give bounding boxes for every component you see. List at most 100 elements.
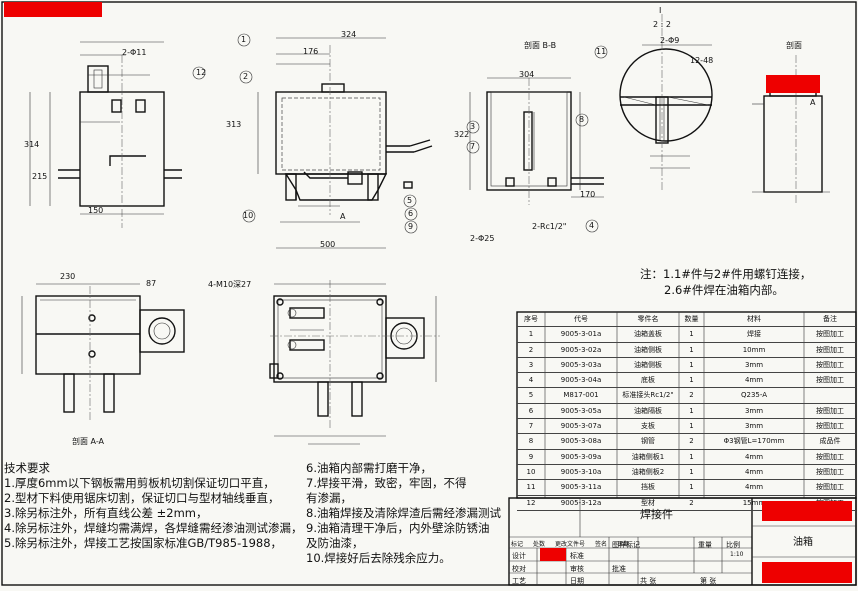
- section-a-mark-right: A: [810, 98, 816, 107]
- bom-cell: 零件名: [637, 315, 659, 323]
- callout-4: 4: [589, 221, 595, 230]
- callout-bubble: [404, 207, 418, 221]
- standard-label: 标准: [570, 552, 584, 560]
- bom-cell: 1: [689, 376, 694, 385]
- bom-cell: 10: [526, 467, 536, 476]
- tech-item: 8.油箱焊接及清除焊渣后需经渗漏测试: [306, 506, 501, 520]
- dim-304: 304: [519, 70, 535, 79]
- bom-cell: 4mm: [744, 467, 764, 476]
- dim-phi9: 2-Φ9: [660, 36, 680, 45]
- section-a-mark: A: [340, 212, 346, 221]
- bom-cell: 9005-3-05a: [560, 406, 602, 415]
- detail-scale-top: I: [659, 6, 662, 15]
- bom-cell: 10mm: [742, 345, 766, 354]
- bom-cell: M817-001: [563, 391, 599, 400]
- callout-bubble: [575, 113, 589, 127]
- revision-mark-label: 处数: [533, 541, 546, 548]
- redaction-box: [762, 562, 852, 583]
- revision-marks: 标记处数更改文件号签名日期: [511, 539, 639, 548]
- part-title: 焊接件: [640, 508, 673, 521]
- callout-1: 1: [241, 35, 247, 44]
- bom-cell: 成品件: [819, 437, 841, 446]
- bom-cell: 钢管: [641, 437, 655, 446]
- dim-500: 500: [320, 240, 336, 249]
- bom-cell: 油箱侧板: [634, 345, 662, 354]
- bom-cell: 2: [689, 437, 694, 446]
- dim-313: 313: [226, 120, 242, 129]
- bom-cell: [804, 388, 856, 402]
- callout-bubble: [403, 194, 417, 208]
- bom-cell: 9005-3-10a: [560, 467, 602, 476]
- bom-cell: 9005-3-02a: [560, 345, 602, 354]
- redaction-box: [762, 501, 852, 521]
- bom-cell: 9005-3-11a: [560, 483, 602, 492]
- callout-2: 2: [243, 72, 249, 81]
- callout-bubble: [594, 45, 608, 59]
- tech-requirements: 技术要求 1.厚度6mm以下钢板需用剪板机切割保证切口平直， 2.型材下料使用锯…: [4, 461, 504, 551]
- redaction-box: [766, 75, 820, 93]
- bom-cell: 6: [528, 406, 534, 415]
- callout-bubbles: [192, 33, 608, 234]
- bom-cell: 2: [689, 498, 694, 507]
- bom-cell: 1: [689, 406, 694, 415]
- tech-item: 1.厚度6mm以下钢板需用剪板机切割保证切口平直，: [4, 476, 275, 490]
- bom-cell: 油箱侧板2: [631, 467, 665, 476]
- bom-cell: 油箱隔板: [634, 406, 662, 415]
- bom-grid: [516, 311, 857, 499]
- bom-header-row: 序号代号零件名数量材料备注: [517, 312, 856, 328]
- bom-cell: 按图加工: [816, 406, 844, 415]
- view-plan: [269, 280, 440, 445]
- bom-cell: 序号: [524, 315, 538, 323]
- ratio-value: 1:10: [730, 551, 744, 558]
- callout-10: 10: [243, 211, 254, 220]
- bom-cell: 油箱盖板: [634, 330, 662, 339]
- callout-3: 3: [470, 122, 476, 131]
- bom-cell: 9005-3-03a: [560, 360, 602, 369]
- bom-cell: 油箱侧板: [634, 360, 662, 369]
- callout-8: 8: [579, 115, 585, 124]
- redaction-box: [4, 2, 102, 17]
- bom-cell: 7: [528, 422, 534, 431]
- designer-label: 设计: [512, 552, 526, 560]
- bom-cell: 材料: [747, 315, 761, 323]
- assembly-notes: 注：1.1#件与2#件用螺钉连接， 2.6#件焊在油箱内部。: [640, 266, 811, 298]
- bom-cell: 1: [689, 330, 694, 339]
- tech-item: 4.除另标注外，焊缝均需满焊，各焊缝需经渗油测试渗漏，: [4, 521, 303, 535]
- callout-6: 6: [408, 209, 414, 218]
- checker-label: 校对: [512, 565, 526, 573]
- bom-cell: 8: [528, 437, 534, 446]
- tapped-hole-note: 4-M10深27: [208, 280, 252, 289]
- bom-cell: 代号: [574, 315, 588, 323]
- bom-cell: 按图加工: [816, 422, 844, 431]
- bom-cell: 1: [689, 422, 694, 431]
- dim-215: 215: [32, 172, 48, 181]
- tech-item: 7.焊接平滑，致密，牢固，不得: [306, 476, 467, 490]
- bom-cell: 备注: [823, 315, 837, 323]
- callout-bubble: [192, 66, 206, 80]
- notes-title: 注：: [640, 267, 663, 281]
- bom-cell: Φ3钢管L=170mm: [723, 437, 785, 446]
- bom-cell: 按图加工: [816, 330, 844, 339]
- tech-item: 有渗漏，: [306, 491, 352, 505]
- bom-cell: 2: [689, 391, 694, 400]
- view-front-center: [257, 37, 433, 249]
- dim-324: 324: [341, 30, 357, 39]
- bom-cell: 1: [689, 452, 694, 461]
- bom-cell: 9: [528, 452, 534, 461]
- tech-title: 技术要求: [4, 461, 50, 475]
- review-label: 审核: [570, 565, 584, 573]
- callout-bubble: [237, 33, 251, 47]
- approve-label: 批准: [612, 565, 626, 573]
- bom-cell: 12: [526, 498, 536, 507]
- callout-bubble: [404, 220, 418, 234]
- callout-7: 7: [470, 142, 476, 151]
- view-section-bb: [469, 77, 604, 205]
